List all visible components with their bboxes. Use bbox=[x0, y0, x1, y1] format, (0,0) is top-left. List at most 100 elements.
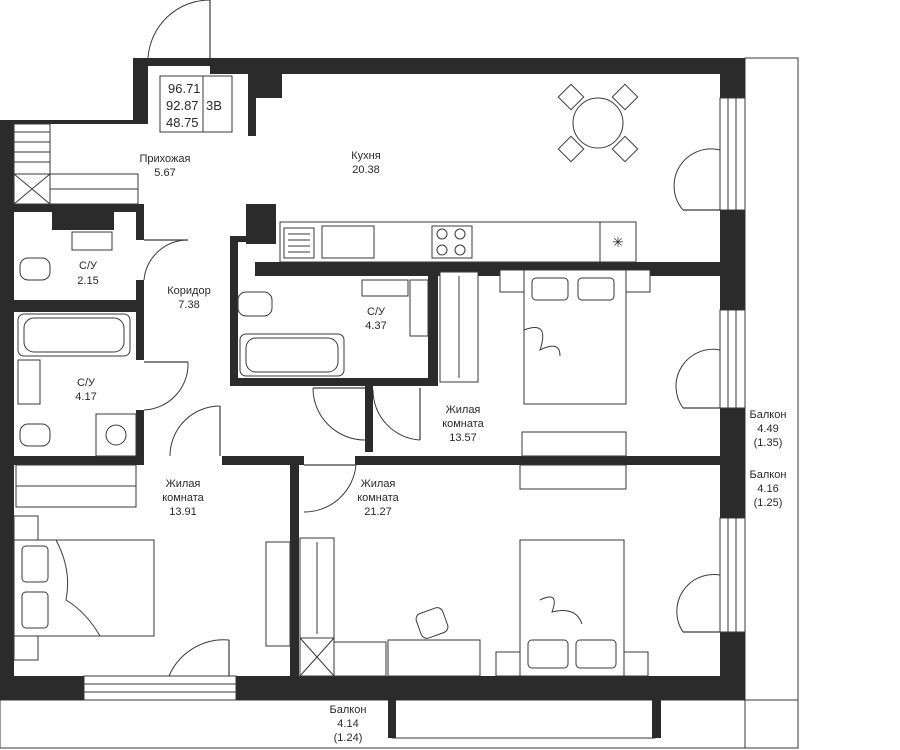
living-area: 92.87 bbox=[166, 98, 199, 113]
blanket-fold bbox=[523, 327, 561, 357]
bedroom2-name-line1: Жилая bbox=[166, 478, 201, 490]
balcony2-area: 4.16 bbox=[757, 483, 778, 495]
kitchen-sink bbox=[321, 225, 375, 259]
balcony-label-bg bbox=[746, 466, 792, 510]
stove bbox=[431, 225, 473, 259]
balcony-label-bg bbox=[746, 406, 792, 450]
wc1-duct bbox=[52, 212, 114, 230]
dining-table bbox=[572, 97, 624, 149]
pillow bbox=[527, 639, 569, 669]
wc3-door-arc bbox=[143, 361, 189, 411]
bedroom2-door-arc bbox=[169, 405, 221, 457]
wc2-duct bbox=[246, 204, 276, 244]
total-area: 96.71 bbox=[168, 81, 201, 96]
balcony1-name: Балкон bbox=[750, 409, 787, 421]
wc1-wall bbox=[14, 204, 140, 212]
burner bbox=[454, 228, 466, 240]
bedroom3-window bbox=[719, 517, 746, 633]
wc2-east-wall bbox=[428, 262, 438, 386]
wc2-door-arc bbox=[312, 387, 366, 441]
area-summary-box: 96.71 92.87 48.75 3В bbox=[159, 75, 233, 133]
bedroom-vertical-wall bbox=[290, 456, 299, 700]
corridor-name: Коридор bbox=[167, 285, 210, 297]
washer-drum bbox=[105, 424, 127, 446]
kitchen-area: 20.38 bbox=[352, 164, 380, 176]
wc1-sink bbox=[71, 231, 113, 251]
summary-frame bbox=[159, 75, 233, 133]
fridge-icon: ✳ bbox=[612, 234, 624, 250]
wc1-toilet bbox=[19, 257, 51, 281]
pillow bbox=[531, 277, 569, 301]
bedroom-divider-wall bbox=[14, 456, 144, 465]
wc1-wc3-wall bbox=[14, 300, 140, 312]
pillow bbox=[577, 277, 615, 301]
balcony3-area: 4.14 bbox=[337, 718, 358, 730]
bedroom2-balcony-door-arc bbox=[168, 639, 230, 677]
bedroom1-area: 13.57 bbox=[449, 432, 477, 444]
wc3-wall bbox=[136, 280, 144, 360]
nightstand bbox=[623, 651, 649, 677]
dining-chair bbox=[611, 135, 639, 163]
kitchen-window bbox=[719, 97, 746, 211]
windows bbox=[83, 97, 746, 701]
tv-unit bbox=[265, 541, 291, 647]
kitchen-balcony-door-arc bbox=[673, 148, 721, 211]
north-wall-left bbox=[0, 120, 148, 124]
nightstand bbox=[13, 635, 39, 661]
balcony3-coef: (1.24) bbox=[334, 732, 363, 744]
wc2-sink bbox=[361, 279, 409, 297]
nightstand bbox=[495, 651, 521, 677]
bedroom2-name-line2: комната bbox=[162, 492, 204, 504]
entry-wall-top bbox=[133, 58, 213, 66]
fridge bbox=[599, 221, 637, 263]
bedroom2-window bbox=[83, 675, 237, 701]
hallway-name: Прихожая bbox=[140, 153, 191, 165]
bathtub-inner bbox=[23, 317, 125, 353]
balcony2-coef: (1.25) bbox=[754, 497, 783, 509]
bedroom3-shelf bbox=[333, 641, 387, 677]
bedroom-divider-wall bbox=[355, 456, 745, 465]
balcony1-area: 4.49 bbox=[757, 423, 778, 435]
balcony3-name: Балкон bbox=[330, 704, 367, 716]
bedroom3-balcony-door-arc bbox=[676, 573, 721, 633]
tv-unit bbox=[521, 431, 627, 457]
bedroom3-name-line1: Жилая bbox=[361, 478, 396, 490]
east-wall bbox=[720, 210, 745, 310]
wc2-cabinet bbox=[409, 279, 429, 337]
corridor-area: 7.38 bbox=[178, 299, 199, 311]
dining-chair bbox=[611, 83, 639, 111]
wc1-area: 2.15 bbox=[77, 275, 98, 287]
south-wall bbox=[0, 676, 84, 700]
wc2-name: С/У bbox=[367, 306, 386, 318]
wc3-area: 4.17 bbox=[75, 391, 96, 403]
furniture: ✳ bbox=[13, 83, 651, 677]
bedroom3-area: 21.27 bbox=[364, 506, 392, 518]
washing-machine bbox=[95, 413, 137, 457]
wc2-wall bbox=[230, 378, 370, 386]
kitchen-duct bbox=[256, 74, 282, 98]
burner bbox=[454, 244, 466, 256]
entry-wall bbox=[133, 58, 148, 124]
dishwasher bbox=[283, 227, 315, 259]
wc2-wall bbox=[365, 378, 373, 452]
desk-chair bbox=[415, 607, 449, 639]
bedroom1-balcony-door-arc bbox=[675, 348, 721, 409]
wc3-toilet bbox=[19, 423, 51, 447]
wc2-wall bbox=[373, 378, 438, 386]
bedroom2-area: 13.91 bbox=[169, 506, 197, 518]
wc2-wall bbox=[230, 236, 256, 242]
desk bbox=[387, 639, 481, 677]
box-cross bbox=[299, 637, 335, 677]
blanket-fold bbox=[55, 539, 101, 637]
wc1-name: С/У bbox=[79, 260, 98, 272]
south-balcony-outline bbox=[0, 699, 799, 749]
tv-unit bbox=[519, 464, 627, 490]
bedroom1-name-line1: Жилая bbox=[446, 404, 481, 416]
entry-door-arc bbox=[147, 0, 210, 59]
balcony-post bbox=[652, 700, 661, 738]
box-cross bbox=[13, 173, 51, 205]
balcony-post bbox=[388, 700, 396, 738]
balcony1-coef: (1.35) bbox=[754, 437, 783, 449]
balcony2-name: Балкон bbox=[750, 469, 787, 481]
